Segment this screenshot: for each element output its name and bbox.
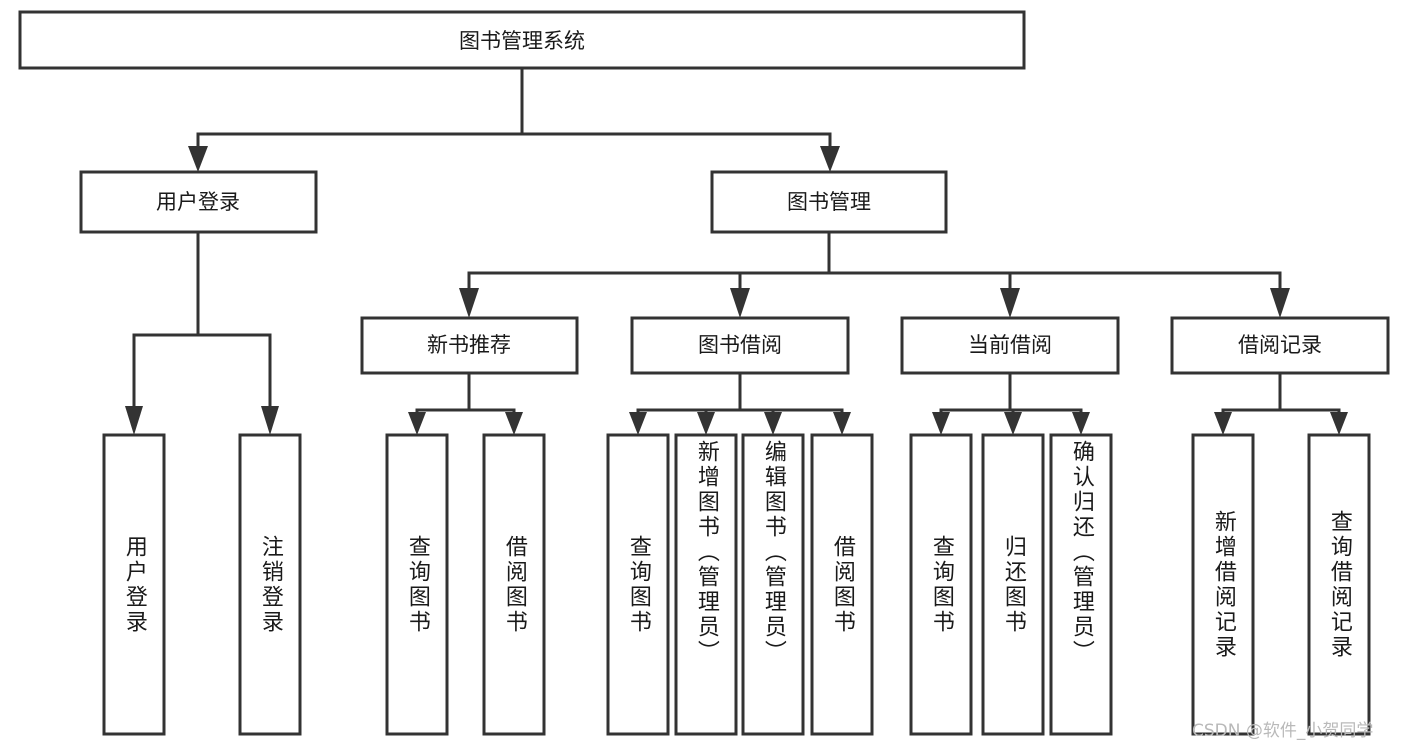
arrowhead-leaf-edit-book (764, 412, 782, 435)
arrowhead-book-management (820, 146, 840, 172)
arrowhead-leaf-query-book-1 (408, 412, 426, 435)
connectors-record-to-leaves (1214, 371, 1348, 435)
leaf-box-edit-book[interactable] (741, 433, 805, 736)
arrowhead-leaf-user-logout (261, 406, 279, 435)
leaf-box-borrow-book-1[interactable] (482, 433, 546, 736)
connectors-recommend-to-leaves (408, 371, 523, 435)
root-box[interactable] (18, 10, 1026, 70)
arrowhead-leaf-borrow-book-1 (505, 412, 523, 435)
node-root[interactable]: 图书管理系统 (18, 10, 1026, 70)
leaf-box-return-book[interactable] (981, 433, 1045, 736)
node-book-borrow[interactable]: 图书借阅 (630, 316, 850, 375)
new-book-recommend-box[interactable] (360, 316, 579, 375)
leaf-box-confirm-return[interactable] (1049, 433, 1113, 736)
book-management-box[interactable] (710, 170, 948, 234)
leaf-box-query-book-2[interactable] (606, 433, 670, 736)
user-login-label: 用户登录 (156, 190, 240, 214)
leaf-box-borrow-book-2[interactable] (810, 433, 874, 736)
leaf-boxes[interactable] (102, 433, 1371, 736)
arrowhead-leaf-add-book (697, 412, 715, 435)
leaf-box-user-login[interactable] (102, 433, 166, 736)
node-user-login[interactable]: 用户登录 (79, 170, 318, 234)
csdn-watermark: CSDN @软件_小贺同学 (1192, 721, 1374, 741)
arrowhead-current-borrow (1000, 288, 1020, 318)
connectors-current-to-leaves (932, 371, 1090, 435)
borrow-record-label: 借阅记录 (1238, 333, 1322, 357)
arrowhead-leaf-confirm-return (1072, 412, 1090, 435)
user-login-box[interactable] (79, 170, 318, 234)
arrowhead-leaf-query-book-2 (629, 412, 647, 435)
book-borrow-label: 图书借阅 (698, 333, 782, 357)
current-borrow-box[interactable] (900, 316, 1120, 375)
arrowhead-leaf-user-login (125, 406, 143, 435)
new-book-recommend-label: 新书推荐 (427, 333, 511, 357)
connectors-book-management-to-level3 (459, 230, 1290, 318)
book-borrow-box[interactable] (630, 316, 850, 375)
node-new-book-recommend[interactable]: 新书推荐 (360, 316, 579, 375)
arrowhead-leaf-query-book-3 (932, 412, 950, 435)
book-management-label: 图书管理 (787, 190, 871, 214)
arrowhead-book-borrow (730, 288, 750, 318)
leaf-box-add-book[interactable] (674, 433, 738, 736)
arrowhead-user-login (188, 146, 208, 172)
connectors-borrow-to-leaves (629, 371, 851, 435)
leaf-box-query-record[interactable] (1307, 433, 1371, 736)
arrowhead-leaf-query-record (1330, 412, 1348, 435)
connectors-root-to-level2 (188, 66, 840, 172)
current-borrow-label: 当前借阅 (968, 333, 1052, 357)
arrowhead-borrow-record (1270, 288, 1290, 318)
node-borrow-record[interactable]: 借阅记录 (1170, 316, 1390, 375)
root-label: 图书管理系统 (459, 29, 585, 53)
node-current-borrow[interactable]: 当前借阅 (900, 316, 1120, 375)
arrowhead-leaf-add-record (1214, 412, 1232, 435)
leaf-box-query-book-1[interactable] (385, 433, 449, 736)
connectors-user-login-to-leaves (125, 230, 279, 435)
leaf-box-user-logout[interactable] (238, 433, 302, 736)
node-book-management[interactable]: 图书管理 (710, 170, 948, 234)
leaf-box-add-record[interactable] (1191, 433, 1255, 736)
arrowhead-new-book-recommend (459, 288, 479, 318)
arrowhead-leaf-borrow-book-2 (833, 412, 851, 435)
leaf-box-query-book-3[interactable] (909, 433, 973, 736)
arrowhead-leaf-return-book (1004, 412, 1022, 435)
borrow-record-box[interactable] (1170, 316, 1390, 375)
